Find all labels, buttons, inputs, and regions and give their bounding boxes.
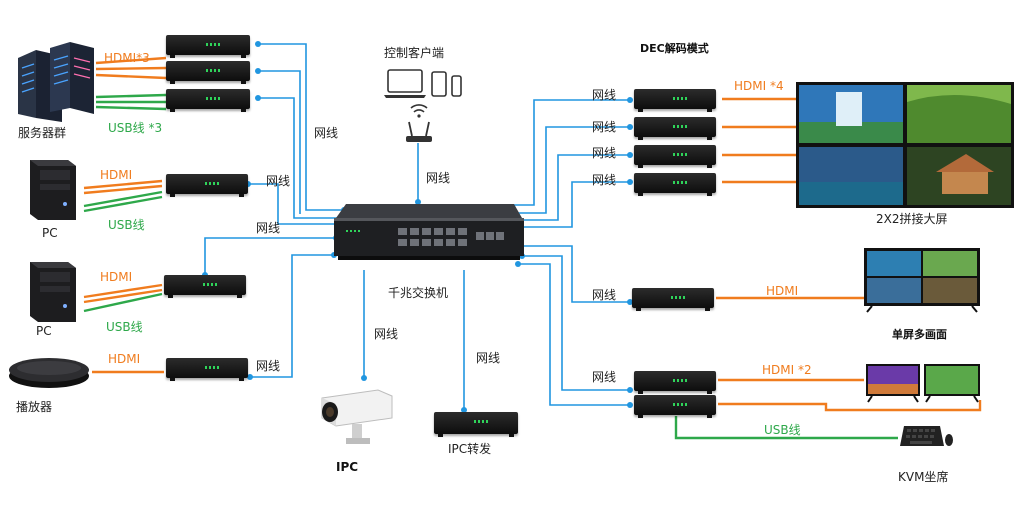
label-net-dec-1: 网线 — [592, 88, 617, 102]
decoder-kvm-2 — [634, 395, 716, 418]
decoder-wall-3 — [634, 145, 716, 168]
single-screen-tv — [864, 248, 980, 313]
label-usb-kvm: USB线 — [764, 423, 801, 437]
decoder-wall-1 — [634, 89, 716, 112]
label-hdmi-single: HDMI — [766, 284, 799, 298]
ipc-forward-device — [434, 412, 518, 437]
label-pc2: PC — [36, 324, 52, 338]
label-control-client: 控制客户端 — [384, 46, 445, 60]
net-cable-player — [250, 254, 334, 378]
label-net-kvm: 网线 — [592, 370, 617, 384]
keyboard-mouse-icon — [900, 426, 953, 446]
label-switch: 千兆交换机 — [388, 286, 449, 300]
label-net-dec-4: 网线 — [592, 173, 617, 187]
encoder-server-3 — [166, 89, 250, 112]
ipc-camera-icon — [321, 389, 393, 444]
decoder-wall-2 — [634, 117, 716, 140]
label-pc1: PC — [42, 226, 58, 240]
net-cable-pc1 — [248, 183, 338, 225]
label-hdmi-x3: HDMI*3 — [104, 51, 150, 65]
label-net-dec-3: 网线 — [592, 146, 617, 160]
gigabit-switch — [334, 204, 524, 260]
decoder-kvm-1 — [634, 371, 716, 394]
pc-tower-icon-2 — [30, 262, 76, 322]
net-cable-single-screen — [516, 245, 630, 303]
label-hdmi-pc2: HDMI — [100, 270, 133, 284]
label-hdmi-pc1: HDMI — [100, 168, 133, 182]
media-player-icon — [9, 358, 89, 388]
hdmi-cables — [83, 56, 982, 412]
encoder-pc1 — [166, 174, 248, 197]
label-single-multi: 单屏多画面 — [892, 328, 947, 341]
label-net-pc2: 网线 — [256, 221, 281, 235]
label-net-ipc-forward: 网线 — [476, 351, 501, 365]
label-wall-2x2: 2X2拼接大屏 — [876, 212, 948, 226]
net-cable-kvm-1 — [522, 255, 630, 391]
label-server-cluster: 服务器群 — [18, 126, 67, 140]
label-kvm-seat: KVM坐席 — [898, 470, 949, 484]
encoder-player — [166, 358, 248, 381]
encoder-pc2 — [164, 275, 246, 298]
wifi-router-icon — [406, 104, 432, 142]
pc-tower-icon — [30, 160, 76, 220]
client-devices-icon — [384, 69, 462, 98]
label-ipc-forward: IPC转发 — [448, 442, 492, 456]
label-net-dec-2: 网线 — [592, 120, 617, 134]
label-ipc: IPC — [336, 460, 359, 474]
label-net-router: 网线 — [426, 171, 451, 185]
label-usb-x3: USB线 *3 — [108, 121, 163, 135]
label-hdmi-player: HDMI — [108, 352, 141, 366]
encoder-server-2 — [166, 61, 250, 84]
label-hdmi-x2: HDMI *2 — [762, 363, 812, 377]
decoder-single-screen — [632, 288, 714, 311]
label-net-pc1: 网线 — [266, 174, 291, 188]
net-cable-server-2 — [258, 70, 301, 214]
server-rack-icon — [18, 42, 94, 122]
encoder-server-1 — [166, 35, 250, 58]
label-usb-pc2: USB线 — [106, 320, 143, 334]
label-usb-pc1: USB线 — [108, 218, 145, 232]
label-dec-mode: DEC解码模式 — [640, 42, 709, 55]
label-net-ipc: 网线 — [374, 327, 399, 341]
video-wall-2x2 — [796, 82, 1014, 208]
net-cable-pc2 — [204, 237, 336, 275]
dual-monitors — [866, 364, 980, 403]
net-cable-kvm-2 — [518, 263, 630, 406]
label-net-left-top: 网线 — [314, 126, 339, 140]
net-cable-server-1 — [258, 43, 344, 211]
decoder-wall-4 — [634, 173, 716, 196]
label-net-player: 网线 — [256, 359, 281, 373]
usb-cables — [83, 93, 898, 440]
label-net-single: 网线 — [592, 288, 617, 302]
label-hdmi-x4: HDMI *4 — [734, 79, 784, 93]
net-cable-server-3 — [258, 97, 340, 219]
label-player: 播放器 — [16, 400, 53, 414]
